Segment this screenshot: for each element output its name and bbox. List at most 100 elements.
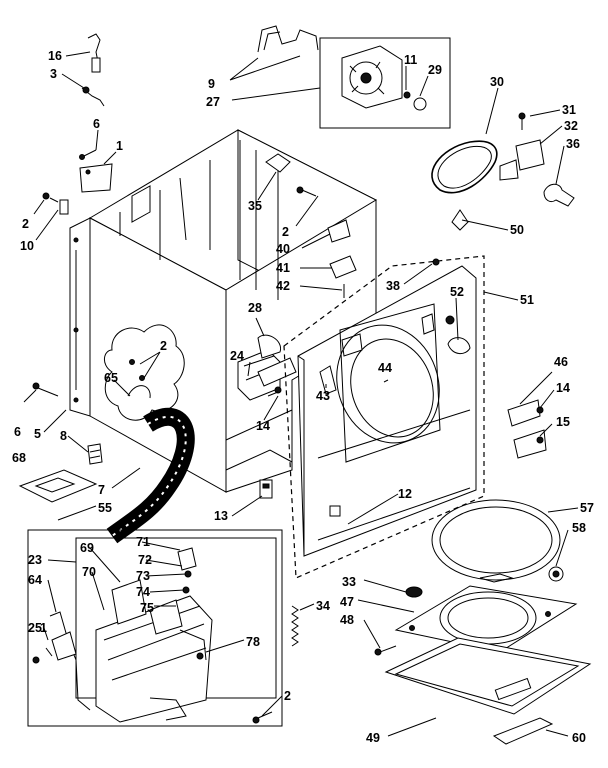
callout-48: 48 [340,613,354,627]
callout-46: 46 [554,355,568,369]
screw-6-bottom [32,382,59,397]
bracket-1 [79,163,113,193]
callout-32: 32 [564,119,578,133]
callout-1: 1 [116,139,123,153]
connector-3 [81,86,105,107]
callout-10: 10 [20,239,34,253]
nut-58 [548,566,564,582]
callout-74: 74 [136,585,150,599]
callout-49: 49 [366,731,380,745]
callout-11: 11 [404,53,417,67]
callout-29: 29 [428,63,442,77]
callout-9: 9 [208,77,215,91]
callout-3: 3 [50,67,57,81]
blower-bracket-9 [257,25,319,53]
part-13-door-switch [259,479,273,499]
callout-33: 33 [342,575,356,589]
callout-43: 43 [316,389,330,403]
callout-6: 6 [14,425,21,439]
callout-71: 71 [136,535,150,549]
callout-69: 69 [80,541,94,555]
lower-panel-49 [384,637,592,715]
callout-1: 1 [40,621,47,635]
motor-box [319,37,451,129]
screw-6-top [79,149,97,160]
thermostat-28 [257,334,282,359]
callout-52: 52 [450,285,464,299]
bracket-35 [265,153,291,173]
parts-14-inner [267,386,282,397]
callout-15: 15 [556,415,570,429]
callout-51: 51 [520,293,534,307]
callout-8: 8 [60,429,67,443]
callout-13: 13 [214,509,228,523]
screw-2-bottom [252,711,273,724]
leader-lines [23,51,579,737]
callout-60: 60 [572,731,586,745]
callout-2: 2 [160,339,167,353]
callout-28: 28 [248,301,262,315]
callout-6: 6 [93,117,100,131]
heater-assembly-box-23 [27,529,283,727]
access-panel-68 [18,469,98,503]
callout-14: 14 [556,381,570,395]
callout-12: 12 [398,487,412,501]
callout-42: 42 [276,279,290,293]
hinge-bracket-46 [507,399,547,459]
exhaust-duct [106,408,195,544]
leveling-foot-8 [87,443,103,465]
callout-30: 30 [490,75,504,89]
bumper-50 [451,209,469,231]
drum-belt-30 [431,140,498,194]
callout-35: 35 [248,199,262,213]
callout-23: 23 [28,553,42,567]
callout-73: 73 [136,569,150,583]
callout-50: 50 [510,223,524,237]
callout-36: 36 [566,137,580,151]
callout-40: 40 [276,242,290,256]
callout-2: 2 [284,689,291,703]
screw-2-left [42,192,59,203]
heater-duct-24 [237,349,297,401]
callout-5: 5 [34,427,41,441]
callout-57: 57 [580,501,594,515]
spring-34 [291,605,299,647]
felt-button-33 [405,586,423,598]
callout-2: 2 [282,225,289,239]
callout-58: 58 [572,521,586,535]
callout-labels: 16 3 6 1 2 10 9 27 11 29 30 31 32 36 35 … [12,49,594,745]
callout-27: 27 [206,95,220,109]
latch-40-41-42 [327,219,357,298]
callout-7: 7 [98,483,105,497]
callout-34: 34 [316,599,330,613]
wire-harness-16 [87,33,101,73]
front-drum-seal-57 [431,499,561,583]
screw-2-center [296,186,317,197]
callout-44: 44 [378,361,392,375]
callout-31: 31 [562,103,576,117]
callout-72: 72 [138,553,152,567]
screw-38 [432,258,440,266]
screw-48 [374,645,397,656]
callout-55: 55 [98,501,112,515]
cutaway-view [104,324,185,421]
toe-panel-60 [492,717,554,745]
front-panel-assembly-51 [283,255,485,579]
callout-78: 78 [246,635,260,649]
callout-68: 68 [12,451,26,465]
callout-65: 65 [104,371,118,385]
callout-14: 14 [256,419,270,433]
clip-10 [59,199,69,215]
callout-24: 24 [230,349,244,363]
callout-16: 16 [48,49,62,63]
callout-75: 75 [140,601,154,615]
callout-70: 70 [82,565,96,579]
foam-seal-52 [447,337,471,354]
callout-41: 41 [276,261,290,275]
idler-assembly [499,112,575,207]
callout-25: 25 [28,621,42,635]
callout-2: 2 [22,217,29,231]
bulkhead-47 [394,585,578,653]
callout-47: 47 [340,595,354,609]
